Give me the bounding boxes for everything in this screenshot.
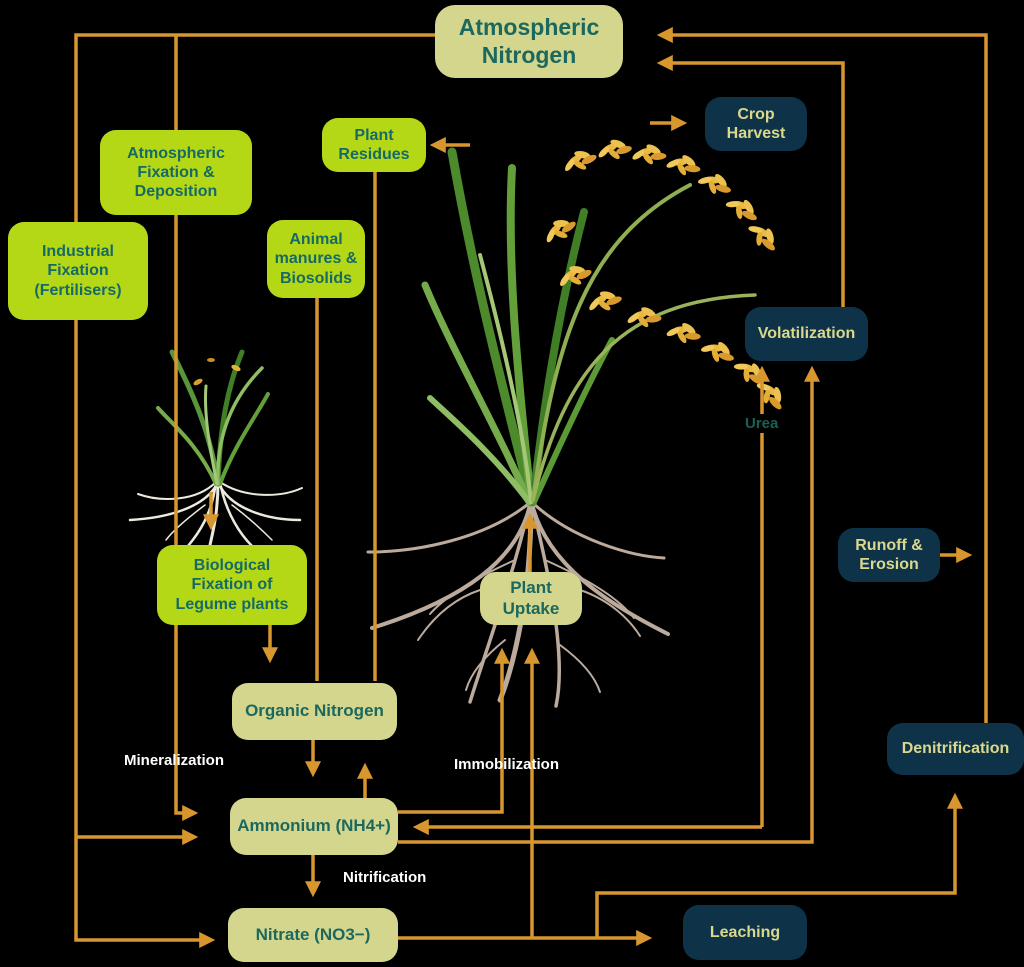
arrow-volatilization-to-atm (656, 54, 845, 307)
node-volatilization: Volatilization (745, 307, 868, 361)
node-biological-fixation: Biological Fixation of Legume plants (157, 545, 307, 625)
node-atmospheric-fixation-label: Atmospheric Fixation & Deposition (127, 144, 225, 201)
node-denitrification-label: Denitrification (901, 740, 1010, 758)
node-industrial-fixation: Industrial Fixation (Fertilisers) (8, 222, 148, 320)
node-industrial-fixation-label: Industrial Fixation (Fertilisers) (34, 243, 122, 299)
node-animal-manures-label: Animal manures & Biosolids (274, 231, 358, 287)
arrow-ammonium-to-volatilization (398, 365, 821, 844)
node-denitrification: Denitrification (887, 723, 1024, 775)
node-nitrate: Nitrate (NO3−) (228, 908, 398, 962)
label-urea: Urea (742, 414, 782, 433)
arrow-atm-fixation-to-ammonium (174, 215, 199, 822)
node-plant-uptake: Plant Uptake (480, 572, 582, 625)
node-nitrate-label: Nitrate (NO3−) (255, 924, 371, 944)
node-crop-harvest: Crop Harvest (705, 97, 807, 151)
arrow-denitrification-to-atm (656, 26, 988, 723)
label-nitrification: Nitrification (343, 869, 427, 886)
node-leaching-label: Leaching (709, 923, 781, 941)
node-crop-harvest-label: Crop Harvest (726, 105, 786, 142)
node-runoff-erosion: Runoff & Erosion (838, 528, 940, 582)
large-plant-illustration (366, 137, 790, 708)
label-mineralization: Mineralization (124, 752, 225, 769)
node-animal-manures: Animal manures & Biosolids (267, 220, 365, 298)
arrow-nitrate-to-denitrification (595, 792, 964, 938)
node-volatilization-label: Volatilization (757, 325, 856, 343)
arrow-ammonium-to-uptake (398, 647, 511, 814)
node-ammonium-label: Ammonium (NH4+) (237, 816, 391, 836)
arrow-atm-nitrogen-to-fixations (74, 33, 435, 949)
node-ammonium: Ammonium (NH4+) (230, 798, 398, 855)
node-runoff-erosion-label: Runoff & Erosion (855, 536, 923, 573)
node-organic-nitrogen: Organic Nitrogen (232, 683, 397, 740)
node-atmospheric-fixation: Atmospheric Fixation & Deposition (100, 130, 252, 215)
label-immobilization: Immobilization (454, 756, 559, 773)
node-atmospheric-nitrogen: Atmospheric Nitrogen (435, 5, 623, 78)
node-organic-nitrogen-label: Organic Nitrogen (245, 701, 384, 721)
node-plant-uptake-label: Plant Uptake (502, 578, 560, 618)
node-plant-residues-label: Plant Residues (338, 126, 410, 163)
node-biological-fixation-label: Biological Fixation of Legume plants (175, 557, 289, 613)
node-atmospheric-nitrogen-label: Atmospheric Nitrogen (458, 13, 600, 68)
node-plant-residues: Plant Residues (322, 118, 426, 172)
node-leaching: Leaching (683, 905, 807, 960)
